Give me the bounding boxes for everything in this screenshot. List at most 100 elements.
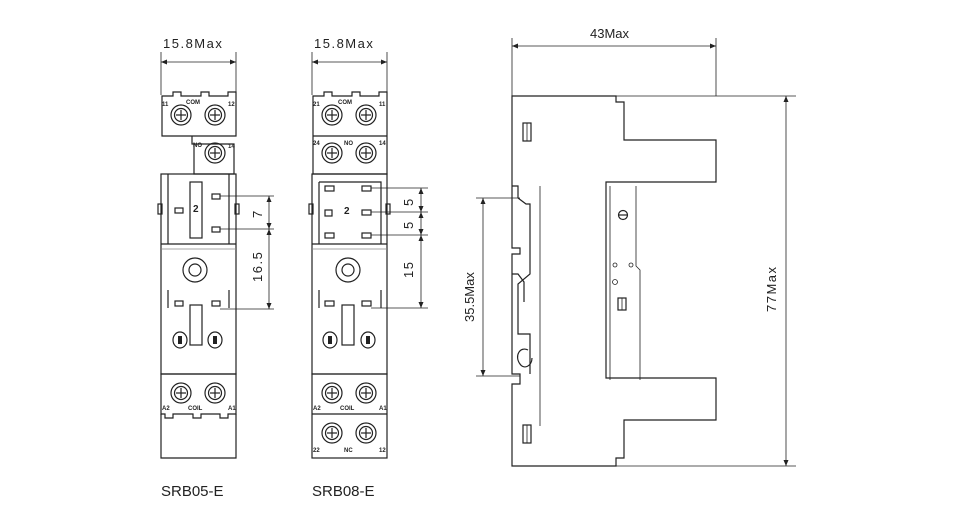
terminal-label: 11 <box>379 102 386 108</box>
srb05e-socket-walls <box>167 174 230 244</box>
pin-icon <box>211 193 221 200</box>
terminal-label: COM <box>338 100 352 106</box>
srb08e-dim-arrows <box>418 188 424 308</box>
terminal-label: A2 <box>162 406 170 412</box>
srb05e-bottom-block <box>160 373 237 419</box>
pin-icon <box>361 300 372 307</box>
pin-icon <box>361 185 372 192</box>
srb05e-coil-hole-mark <box>213 336 217 344</box>
side-body-outline <box>511 95 717 467</box>
screw-icon <box>355 422 377 444</box>
srb08e-release-button-inner <box>341 263 355 277</box>
screw-icon <box>204 142 226 164</box>
srb05e-bottom-skirt <box>160 414 237 459</box>
srb08e-coil-hole-mark <box>366 336 370 344</box>
srb08e-top-block <box>312 91 388 175</box>
terminal-label: 14 <box>228 144 235 150</box>
screw-icon <box>321 104 343 126</box>
side-rail-hook <box>512 273 525 302</box>
screw-icon <box>321 422 343 444</box>
srb05e-dim-arrows <box>266 196 272 309</box>
terminal-label: COIL <box>188 406 203 412</box>
pin-icon <box>361 209 372 216</box>
srb08e-side-notch <box>308 203 314 215</box>
terminal-label: A2 <box>313 406 321 412</box>
side-screw-icon <box>617 209 629 221</box>
srb08e-coil-hole <box>360 331 376 349</box>
srb05e-no-tab <box>191 136 235 175</box>
srb05e-dim-7: 7 <box>250 209 265 218</box>
side-height-dim: 77Max <box>764 265 779 312</box>
srb05e-model-label: SRB05-E <box>161 483 224 500</box>
side-indicator-dot <box>612 262 618 268</box>
screw-icon <box>355 382 377 404</box>
pin-icon <box>324 300 335 307</box>
screw-icon <box>204 104 226 126</box>
terminal-label: COM <box>186 100 200 106</box>
pin-icon <box>361 232 372 239</box>
srb08e-width-dim: 15.8Max <box>314 36 374 51</box>
pin-icon <box>324 185 335 192</box>
terminal-label: NO <box>193 143 202 149</box>
screw-icon <box>355 142 377 164</box>
srb08e-front-view: 15.8Max 21 COM 11 24 NO 14 <box>308 36 428 500</box>
srb05e-coil-hole <box>207 331 223 349</box>
srb08e-lower-slot <box>341 304 355 346</box>
side-rail-dim: 35.5Max <box>462 272 477 322</box>
srb08e-bottom-block <box>311 373 388 459</box>
pin-icon <box>324 232 335 239</box>
side-indicator-dot <box>612 279 618 285</box>
side-indicator-dot <box>628 262 634 268</box>
screw-icon <box>355 104 377 126</box>
srb05e-lower-slot <box>189 304 203 346</box>
screw-icon <box>170 382 192 404</box>
pin-icon <box>174 300 184 307</box>
terminal-label: 11 <box>162 102 169 108</box>
pin-icon <box>174 207 184 214</box>
srb05e-side-notch <box>157 203 163 215</box>
srb05e-side-notch <box>234 203 240 215</box>
terminal-label: NO <box>344 141 353 147</box>
srb05e-release-button <box>182 257 208 283</box>
srb08e-dim-15: 15 <box>401 261 416 278</box>
srb08e-socket-walls <box>318 181 382 244</box>
srb08e-model-label: SRB08-E <box>312 483 375 500</box>
srb08e-numeral: 2 <box>344 206 350 217</box>
terminal-label: 12 <box>228 102 235 108</box>
terminal-label: NC <box>344 448 353 454</box>
terminal-label: 12 <box>379 448 386 454</box>
srb05e-slot <box>189 181 203 239</box>
side-view: 43Max 35.5Max 77Max <box>462 26 796 467</box>
srb08e-lower-walls <box>318 290 382 308</box>
srb08e-dim-5b: 5 <box>401 220 416 229</box>
srb08e-release-button <box>335 257 361 283</box>
side-width-dim: 43Max <box>590 26 630 41</box>
srb05e-top-block <box>161 91 237 137</box>
srb05e-dim-16-5: 16.5 <box>250 251 265 282</box>
side-spring-clip <box>516 348 533 368</box>
terminal-label: 21 <box>313 102 320 108</box>
srb05e-numeral: 2 <box>193 204 199 215</box>
srb05e-width-dim: 15.8Max <box>163 36 223 51</box>
srb05e-lower-walls <box>167 290 230 308</box>
terminal-label: A1 <box>228 406 236 412</box>
srb08e-dim-5a: 5 <box>401 197 416 206</box>
side-cover-lines <box>609 186 641 380</box>
screw-icon <box>321 142 343 164</box>
terminal-label: COIL <box>340 406 355 412</box>
srb05e-coil-hole <box>172 331 188 349</box>
pin-icon <box>211 300 221 307</box>
srb05e-release-button-inner <box>188 263 202 277</box>
terminal-label: 22 <box>313 448 320 454</box>
srb08e-coil-hole-mark <box>328 336 332 344</box>
terminal-label: 14 <box>379 141 386 147</box>
side-rail-clip <box>512 185 531 374</box>
pin-icon <box>211 226 221 233</box>
screw-icon <box>321 382 343 404</box>
srb05e-front-view: 15.8Max 11 COM 12 NO 14 2 <box>157 36 274 500</box>
screw-icon <box>170 104 192 126</box>
srb08e-side-notch <box>385 203 391 215</box>
screw-icon <box>204 382 226 404</box>
